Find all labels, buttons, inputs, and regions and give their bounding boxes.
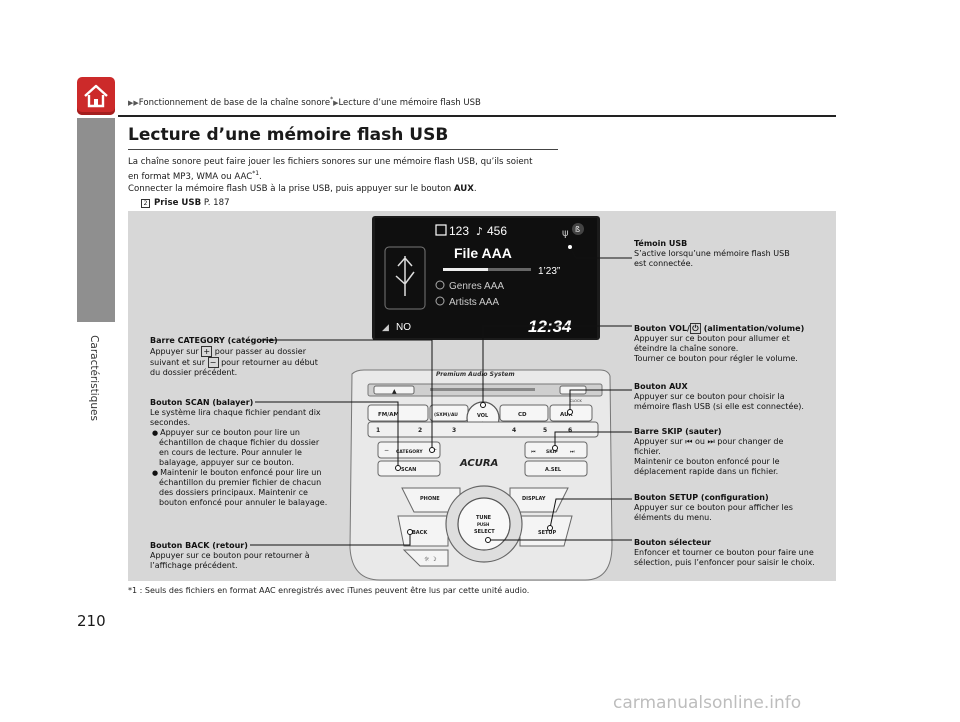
svg-text:VOL: VOL (477, 413, 489, 419)
leader-lines (250, 244, 632, 546)
callout-back-button: Bouton BACK (retour) Appuyer sur ce bout… (150, 541, 310, 570)
svg-text:TUNE: TUNE (476, 515, 492, 521)
svg-text:☼ ☽: ☼ ☽ (424, 556, 437, 563)
svg-text:BACK: BACK (412, 530, 428, 536)
bluetooth-icon: ß (575, 225, 580, 234)
display-folder: 123 (449, 224, 469, 238)
svg-text:A.SEL: A.SEL (545, 467, 562, 473)
svg-text:SCAN: SCAN (401, 467, 416, 473)
skip-forward-icon: ⏭ (707, 437, 715, 446)
callout-setup-button: Bouton SETUP (configuration) Appuyer sur… (634, 493, 793, 522)
acura-logo: ACURA (459, 458, 498, 469)
selector-knob (457, 497, 511, 551)
music-note-icon: ♪ (476, 225, 483, 238)
page-title: Lecture d’une mémoire flash USB (128, 125, 449, 145)
display-mode: NO (396, 322, 411, 333)
preset-button-4[interactable]: 4 (512, 427, 516, 434)
svg-text:SETUP: SETUP (538, 530, 556, 536)
home-icon (84, 84, 108, 108)
svg-text:▲: ▲ (392, 388, 397, 395)
breadcrumb-part1[interactable]: Fonctionnement de base de la chaîne sono… (138, 97, 331, 108)
svg-text:CATEGORY: CATEGORY (396, 449, 423, 455)
title-rule (128, 149, 558, 150)
display-genre: Genres AAA (449, 281, 504, 292)
usb-icon (395, 256, 415, 296)
svg-text:DISPLAY: DISPLAY (522, 496, 546, 502)
callout-scan-button: Bouton SCAN (balayer) Le système lira ch… (150, 398, 355, 508)
svg-text:PHONE: PHONE (420, 496, 440, 502)
breadcrumb: ▶▶Fonctionnement de base de la chaîne so… (128, 96, 481, 108)
display-track: 456 (487, 224, 507, 238)
callout-selector-knob: Bouton sélecteur Enfoncer et tourner ce … (634, 538, 815, 567)
callout-skip-bar: Barre SKIP (sauter) Appuyer sur ⏮ ou ⏭ p… (634, 427, 784, 476)
display-time: 1’23” (538, 266, 560, 277)
arrow-ref-icon: 2 (141, 199, 150, 208)
skip-back-icon: ⏮ (685, 437, 693, 446)
callout-usb-indicator: Témoin USB S’active lorsqu’une mémoire f… (634, 239, 790, 268)
preset-button-6[interactable]: 6 (568, 427, 572, 434)
preset-button-2[interactable]: 2 (418, 427, 422, 434)
sidebar-tab[interactable] (77, 118, 115, 322)
usb-indicator-icon: ψ (562, 228, 569, 239)
breadcrumb-part2[interactable]: Lecture d’une mémoire flash USB (338, 97, 481, 108)
signal-icon: ◢ (382, 323, 389, 333)
brand-label: Premium Audio System (436, 371, 515, 378)
svg-text:PUSH: PUSH (477, 522, 489, 527)
preset-button-5[interactable]: 5 (543, 427, 547, 434)
display-artist: Artists AAA (449, 297, 499, 308)
callout-vol-button: Bouton VOL/⏻ (alimentation/volume) Appuy… (634, 323, 805, 363)
svg-text:(SXM)/AU: (SXM)/AU (434, 412, 458, 418)
svg-text:AUX: AUX (560, 412, 574, 418)
callout-aux-button: Bouton AUX Appuyer sur ce bouton pour ch… (634, 382, 804, 411)
preset-button-3[interactable]: 3 (452, 427, 456, 434)
power-icon: ⏻ (689, 323, 701, 334)
callout-category-bar: Barre CATEGORY (catégorie) Appuyer sur +… (150, 336, 318, 377)
watermark: carmanualsonline.info (613, 693, 802, 713)
header-rule (118, 115, 836, 117)
svg-text:SKIP: SKIP (546, 449, 558, 455)
svg-text:−: − (384, 447, 389, 454)
svg-text:⏮: ⏮ (531, 449, 536, 455)
svg-text:CLOCK: CLOCK (570, 399, 582, 403)
svg-text:SELECT: SELECT (474, 529, 495, 535)
display-file: File AAA (454, 245, 512, 261)
svg-text:CD: CD (518, 412, 527, 418)
plus-icon: + (201, 346, 213, 357)
intro-text: La chaîne sonore peut faire jouer les fi… (128, 157, 533, 194)
footnote: *1 : Seuls des fichiers en format AAC en… (128, 586, 530, 595)
svg-text:FM/AM: FM/AM (378, 412, 399, 418)
page-number: 210 (77, 612, 106, 630)
head-unit: Premium Audio System ▲ CLOCK FM/AM (SXM)… (349, 369, 613, 581)
svg-text:⏭: ⏭ (570, 449, 575, 455)
home-button[interactable] (77, 77, 115, 115)
minus-icon: − (207, 357, 219, 368)
display-screen: 123 ♪ 456 File AAA 1’23” Genres AAA Arti… (372, 216, 600, 340)
preset-button-1[interactable]: 1 (376, 427, 380, 434)
